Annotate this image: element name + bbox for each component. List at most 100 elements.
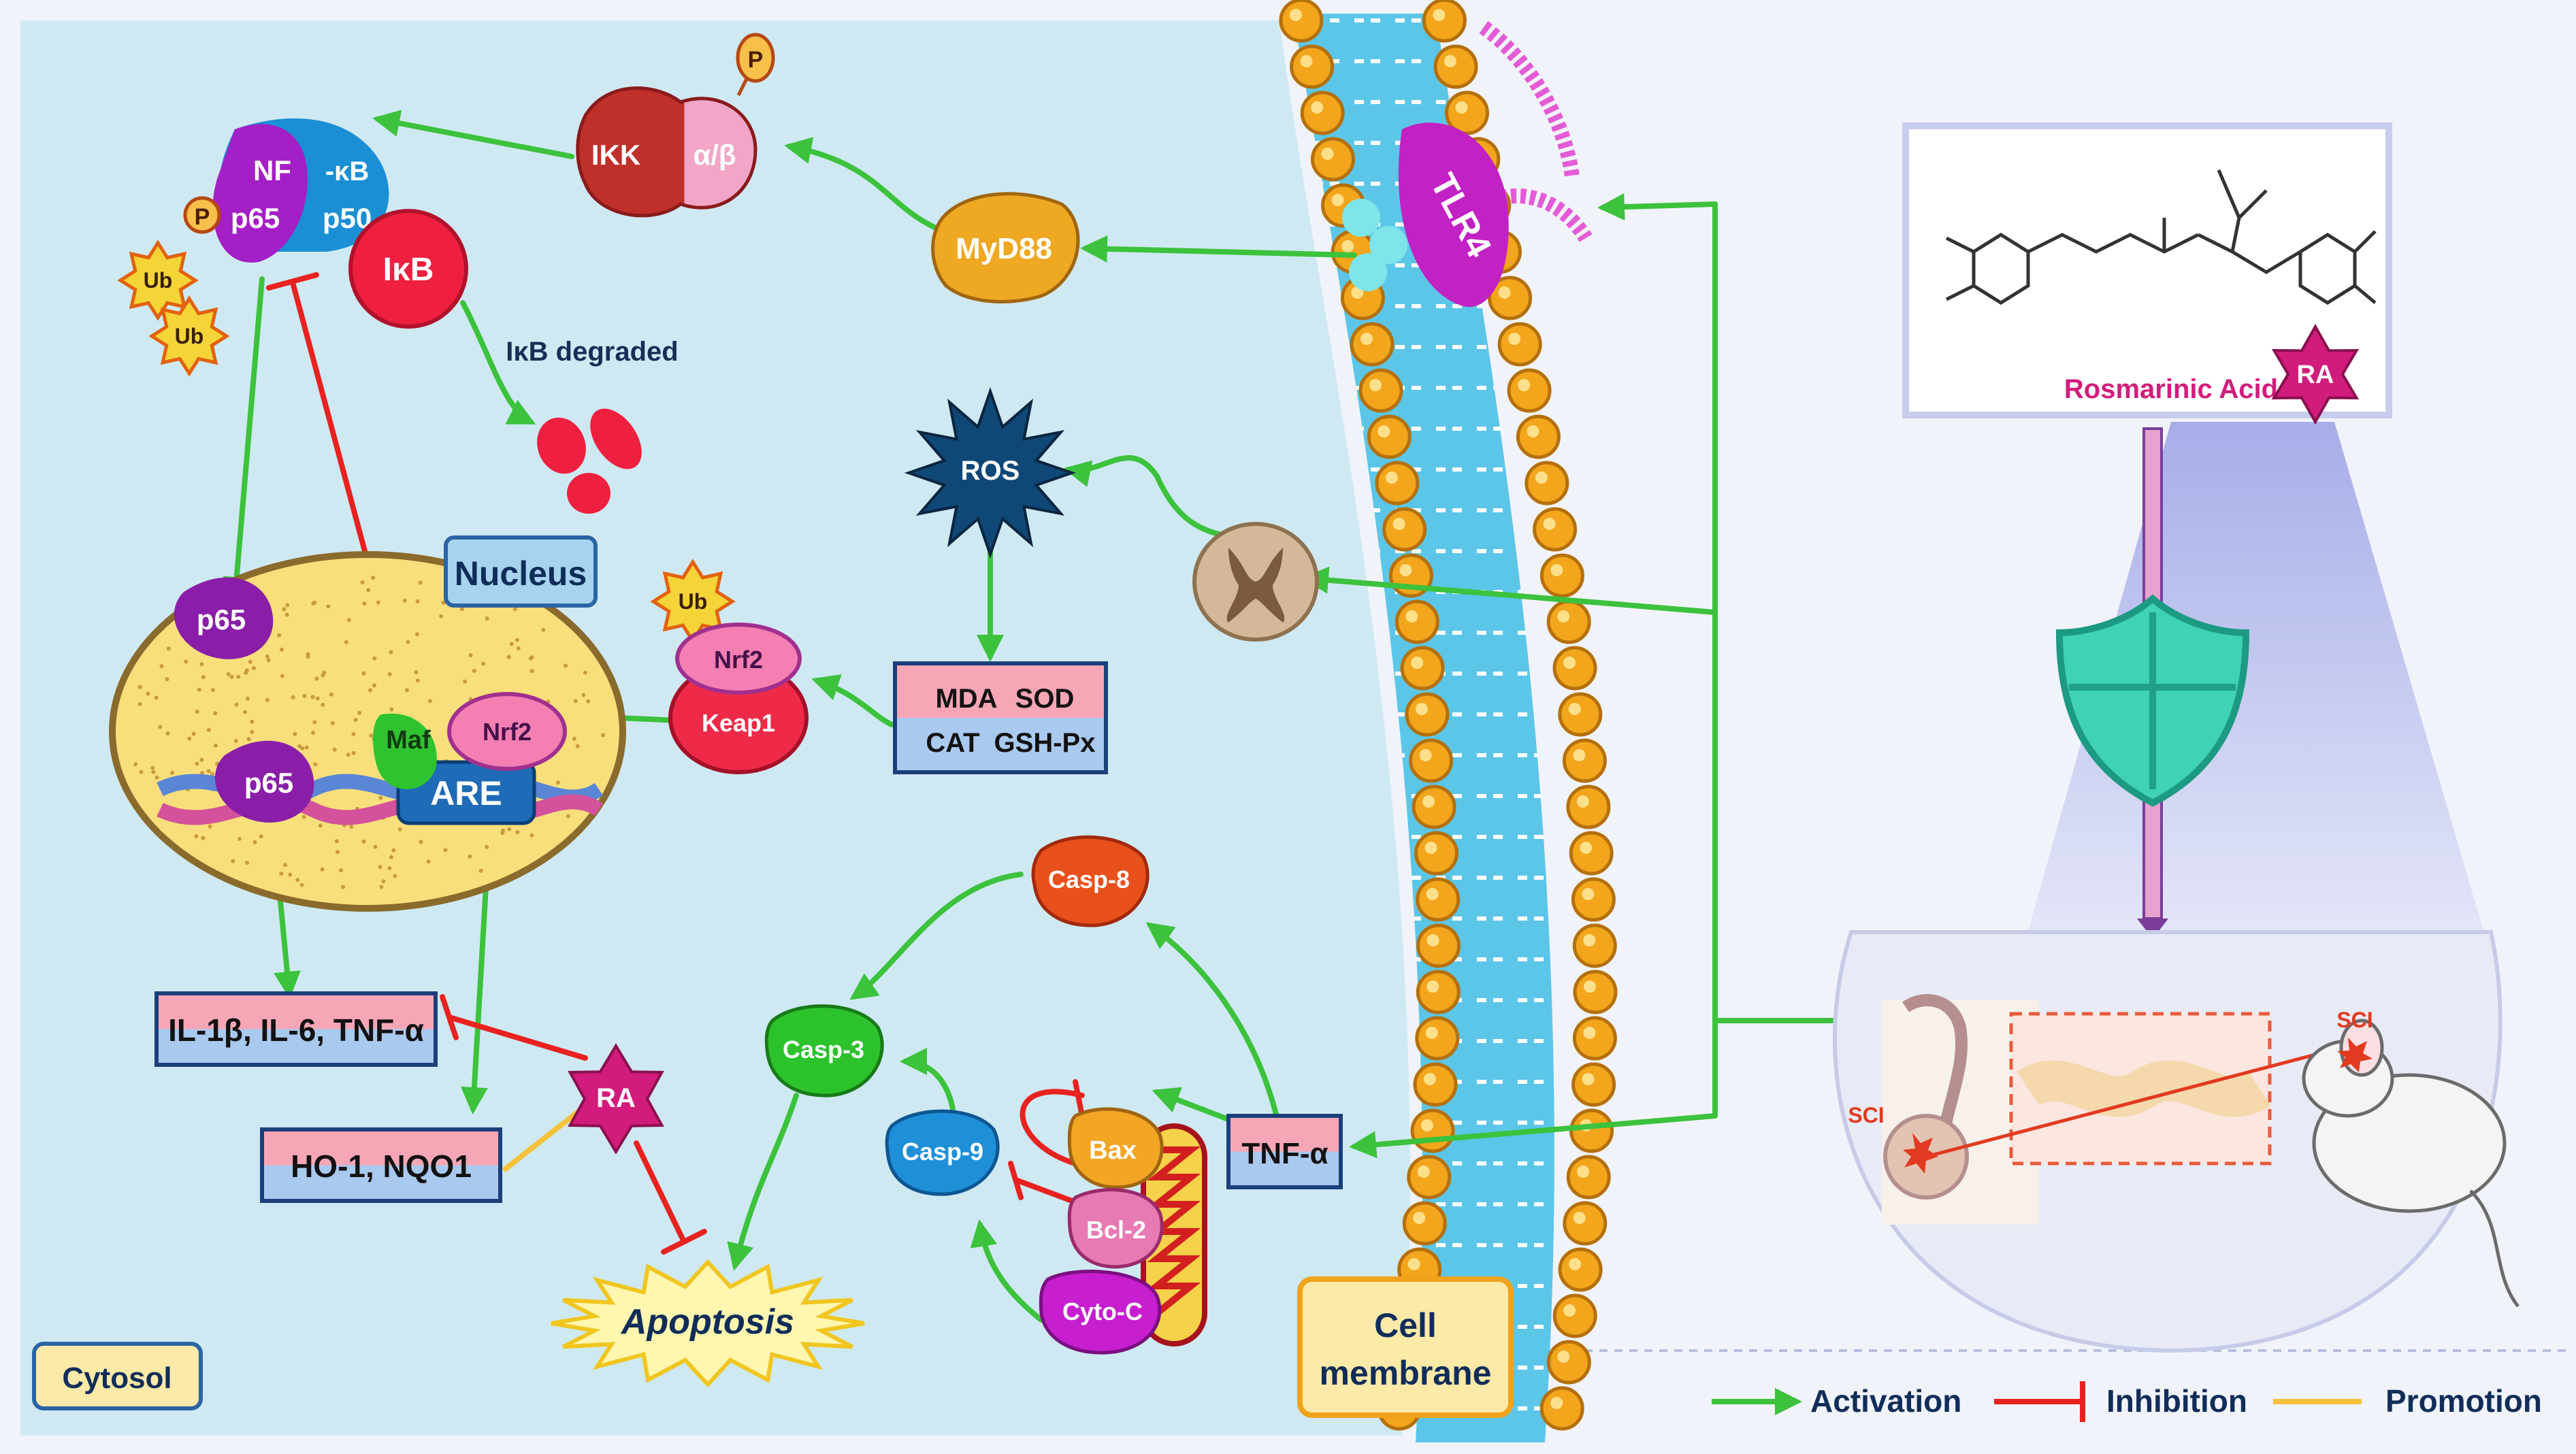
nucleus-speckle	[330, 721, 335, 725]
membrane-bead	[1571, 1062, 1616, 1107]
nucleus-speckle	[566, 814, 570, 819]
shield-icon	[2055, 594, 2250, 807]
cat-label: CAT	[926, 728, 979, 758]
bax: Bax	[1067, 1107, 1164, 1189]
nucleus-speckle	[361, 671, 366, 676]
rosmarinic-acid-label: Rosmarinic Acid	[2064, 374, 2278, 404]
nucleus-speckle	[285, 603, 290, 608]
nucleus-speckle	[300, 746, 305, 750]
membrane-bead-highlight	[1407, 1258, 1420, 1270]
nucleus-speckle	[529, 669, 534, 674]
cell-membrane-label-line2: membrane	[1320, 1354, 1492, 1392]
apoptosis-burst: Apoptosis	[551, 1259, 865, 1388]
nucleus-speckle	[165, 731, 170, 736]
nucleus-speckle	[226, 672, 231, 676]
nucleus-speckle	[206, 727, 211, 732]
nucleus-speckle	[463, 679, 468, 684]
nucleus-speckle	[133, 762, 138, 767]
membrane-bead	[1569, 1108, 1614, 1153]
membrane-bead-highlight	[1527, 425, 1539, 437]
nucleus-speckle	[245, 861, 250, 865]
membrane-bead	[1350, 322, 1395, 367]
membrane-bead-highlight	[1426, 980, 1439, 993]
nucleus-speckle	[387, 672, 392, 676]
nucleus-speckle	[573, 699, 578, 704]
kb-label: -κB	[325, 156, 370, 186]
nucleus-speckle	[311, 731, 316, 735]
cyto-c: Cyto-C	[1039, 1270, 1162, 1355]
nucleus-speckle	[315, 696, 320, 701]
membrane-bead-highlight	[1563, 1304, 1576, 1317]
nucleus-speckle	[297, 744, 301, 748]
membrane-bead	[1416, 923, 1461, 968]
membrane-bead	[1539, 1386, 1584, 1431]
nucleus-speckle	[378, 795, 383, 800]
nucleus-speckle	[357, 710, 362, 715]
nucleus-speckle	[326, 604, 331, 609]
membrane-bead	[1558, 1247, 1603, 1292]
nucleus-speckle	[581, 693, 586, 697]
ikk-complex: IKK α/β	[576, 86, 757, 218]
nucleus-speckle	[334, 839, 339, 844]
membrane-bead-highlight	[1411, 657, 1424, 669]
membrane-bead	[1497, 322, 1542, 367]
nucleus-speckle	[158, 725, 163, 729]
nucleus-speckle	[170, 770, 175, 775]
ho1-label: HO-1, NQO1	[291, 1149, 472, 1184]
nucleus-speckle	[248, 659, 252, 664]
apoptosis-label: Apoptosis	[620, 1302, 794, 1342]
membrane-bead	[1488, 276, 1533, 320]
nucleus-speckle	[402, 598, 407, 603]
casp3: Casp-3	[764, 1004, 884, 1097]
membrane-bead-highlight	[1433, 9, 1446, 21]
nucleus-speckle	[299, 882, 304, 887]
nucleus-speckle	[376, 600, 380, 605]
ros-star: ROS	[904, 386, 1077, 559]
membrane-bead	[1367, 414, 1412, 459]
phosphate-ikk-label: P	[748, 47, 764, 73]
nucleus-speckle	[137, 684, 142, 689]
nucleus-speckle	[369, 733, 374, 738]
nucleus-speckle	[200, 771, 204, 775]
membrane-bead-highlight	[1311, 101, 1324, 114]
sod-label: SOD	[1015, 684, 1075, 714]
membrane-bead-highlight	[1573, 749, 1586, 761]
nucleus-speckle	[419, 840, 423, 844]
membrane-bead-highlight	[1413, 1212, 1426, 1224]
nucleus-speckle	[238, 836, 242, 841]
membrane-bead-highlight	[1583, 1027, 1596, 1039]
nucleus-speckle	[210, 772, 214, 776]
membrane-bead-highlight	[1424, 1073, 1436, 1085]
ros-label: ROS	[961, 456, 1020, 486]
legend-inhibition: Inhibition	[2106, 1383, 2247, 1419]
membrane-bead-highlight	[1425, 1027, 1438, 1039]
nucleus-speckle	[389, 650, 393, 655]
nucleus-speckle	[414, 670, 419, 675]
membrane-bead-highlight	[1444, 55, 1456, 67]
nucleus-speckle	[265, 654, 270, 659]
nucleus-speckle	[379, 885, 384, 889]
nucleus-speckle	[472, 669, 476, 673]
nucleus-speckle	[360, 580, 365, 584]
membrane-bead	[1416, 877, 1461, 922]
nucleus-speckle	[349, 825, 354, 829]
membrane-bead	[1415, 1016, 1460, 1061]
nucleus-speckle	[397, 827, 402, 831]
nucleus-speckle	[418, 580, 423, 585]
nucleus-speckle	[586, 699, 591, 704]
nucleus-speckle	[154, 695, 159, 700]
nucleus-speckle	[583, 670, 587, 675]
nucleus-speckle	[184, 659, 189, 664]
nucleus-speckle	[468, 854, 472, 859]
nucleus-speckle	[351, 750, 356, 755]
inhibition-lines	[266, 272, 1085, 1255]
membrane-bead-highlight	[1415, 703, 1428, 715]
membrane-bead-highlight	[1426, 888, 1439, 900]
nucleus-speckle	[306, 652, 310, 657]
membrane-bead-highlight	[1377, 425, 1390, 437]
nucleus-speckle	[439, 614, 444, 618]
nucleus-speckle	[529, 833, 534, 838]
membrane-bead	[1569, 831, 1614, 876]
nucleus-speckle	[572, 736, 576, 741]
nucleus-speckle	[195, 761, 199, 766]
